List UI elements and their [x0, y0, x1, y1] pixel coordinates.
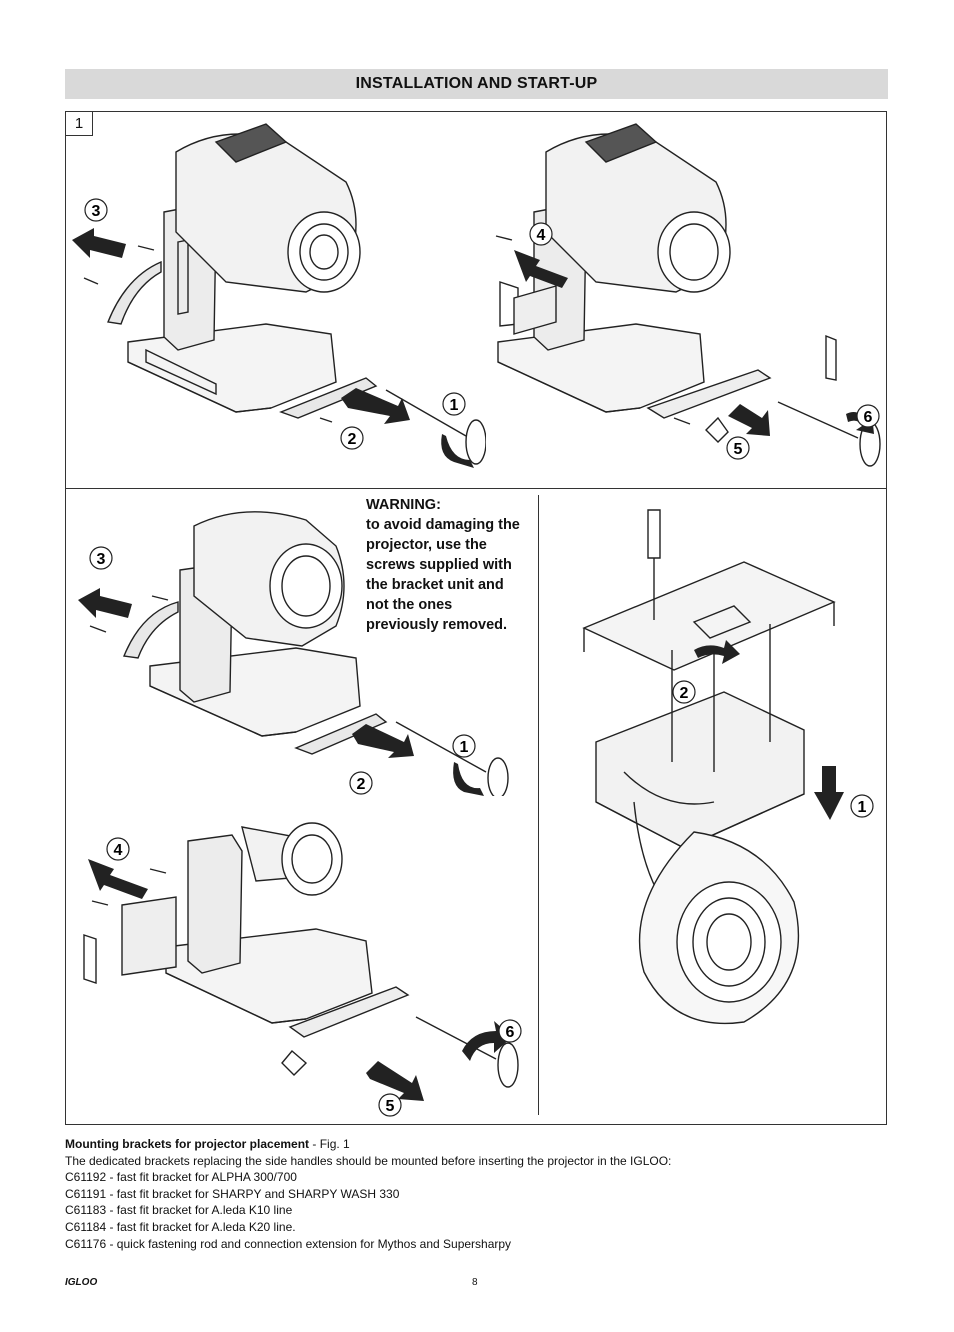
- callout-6: 6: [864, 409, 873, 426]
- callout-4: 4: [537, 227, 546, 244]
- callout-5: 5: [734, 441, 743, 458]
- caption-title-rest: - Fig. 1: [309, 1137, 350, 1151]
- figure-1: 1: [65, 111, 887, 1125]
- warning-line: screws supplied with: [366, 557, 512, 573]
- projector-handle-removal-icon: 3 1 2: [72, 123, 486, 468]
- callout-1: 1: [460, 739, 469, 756]
- projector-inverted-bracket-icon: 2 1: [582, 509, 874, 1025]
- warning-note: WARNING: to avoid damaging the projector…: [366, 495, 536, 635]
- warning-line: the bracket unit and: [366, 577, 504, 593]
- projector-handle-removal-icon-mid: 3 1 2: [78, 511, 509, 796]
- warning-line: not the ones: [366, 597, 453, 613]
- projector-bracket-mount-icon: 4 6 5: [495, 123, 881, 467]
- caption-line: The dedicated brackets replacing the sid…: [65, 1153, 672, 1168]
- warning-title: WARNING:: [366, 497, 441, 513]
- figure-number: 1: [66, 112, 93, 136]
- projector-bracket-mount-icon-bottom: 4 6 5: [83, 822, 522, 1117]
- caption-line: C61191 - fast fit bracket for SHARPY and…: [65, 1186, 400, 1201]
- panel-divider-horizontal: [66, 488, 886, 489]
- caption-title: Mounting brackets for projector placemen…: [65, 1136, 885, 1153]
- callout-3: 3: [92, 203, 101, 220]
- warning-line: to avoid damaging the: [366, 517, 520, 533]
- callout-3: 3: [97, 551, 106, 568]
- caption-line: C61184 - fast fit bracket for A.leda K20…: [65, 1219, 296, 1234]
- callout-4: 4: [114, 842, 123, 859]
- figure-caption: Mounting brackets for projector placemen…: [65, 1136, 885, 1252]
- callout-5: 5: [386, 1098, 395, 1115]
- panel-divider-vertical: [538, 495, 539, 1115]
- callout-2: 2: [348, 431, 357, 448]
- footer-brand: IGLOO: [65, 1277, 98, 1288]
- section-title: INSTALLATION AND START-UP: [65, 69, 888, 99]
- callout-1: 1: [858, 799, 867, 816]
- warning-line: previously removed.: [366, 617, 508, 633]
- caption-line: C61183 - fast fit bracket for A.leda K10…: [65, 1203, 293, 1218]
- caption-line: C61192 - fast fit bracket for ALPHA 300/…: [65, 1170, 297, 1185]
- caption-title-bold: Mounting brackets for projector placemen…: [65, 1137, 310, 1151]
- callout-2: 2: [357, 776, 366, 793]
- callout-2: 2: [680, 685, 689, 702]
- warning-line: projector, use the: [366, 537, 487, 553]
- callout-6: 6: [506, 1024, 515, 1041]
- caption-line: C61176 - quick fastening rod and connect…: [65, 1236, 512, 1251]
- callout-1: 1: [450, 397, 459, 414]
- page-number: 8: [472, 1277, 478, 1288]
